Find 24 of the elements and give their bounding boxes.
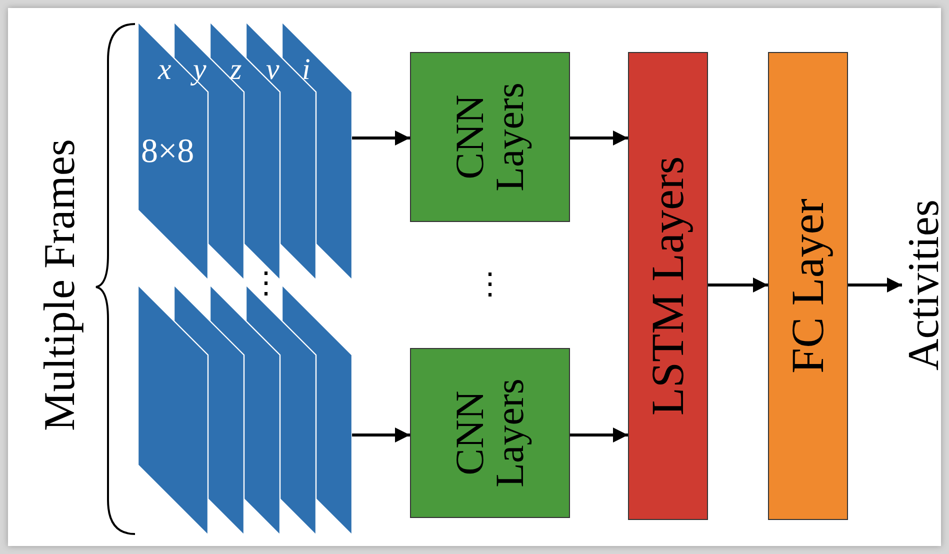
frame-label: x bbox=[158, 55, 172, 85]
lstm-layer-box bbox=[628, 52, 708, 520]
frame-label: 8×8 bbox=[141, 135, 194, 169]
layer-label: CNN Layers bbox=[450, 82, 530, 194]
arrow bbox=[708, 278, 768, 292]
layer-label: CNN Layers bbox=[450, 378, 530, 490]
frame-label: i bbox=[302, 55, 310, 85]
arrow bbox=[570, 130, 628, 146]
ellipsis-label: ⋮ bbox=[475, 270, 505, 300]
frame-label: z bbox=[230, 55, 242, 85]
fc-layer-box bbox=[768, 52, 848, 520]
arrow bbox=[848, 278, 902, 292]
cnn-layer-box bbox=[410, 348, 570, 518]
arrow bbox=[352, 130, 410, 146]
layer-label: Activities bbox=[902, 198, 946, 373]
arrow bbox=[352, 428, 410, 442]
frame-label: y bbox=[193, 55, 206, 85]
layer-label: LSTM Layers bbox=[645, 155, 691, 418]
stack-label: Multiple Frames bbox=[38, 138, 82, 434]
frame-label: v bbox=[266, 55, 280, 85]
arrow bbox=[570, 428, 628, 442]
cnn-layer-box bbox=[410, 52, 570, 222]
layer-label: FC Layer bbox=[785, 198, 831, 376]
ellipsis-label: ⋮ bbox=[251, 269, 281, 299]
